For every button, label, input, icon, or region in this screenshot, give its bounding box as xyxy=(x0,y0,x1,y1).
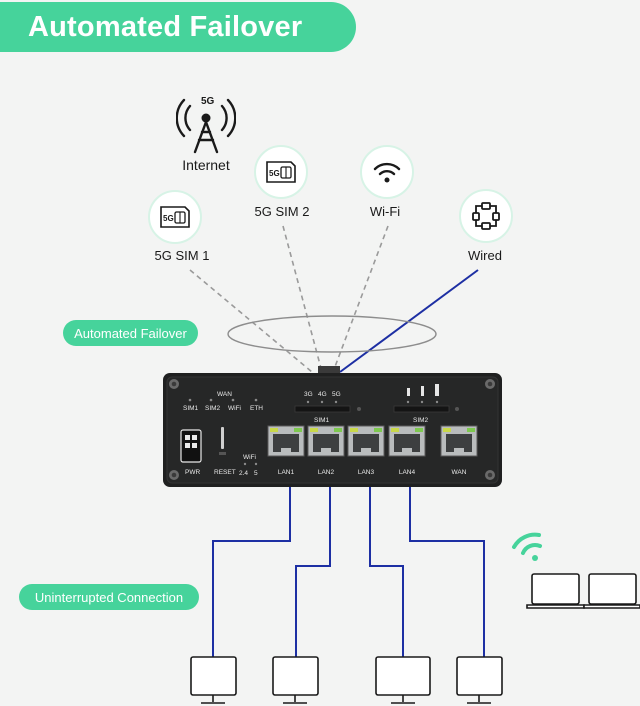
client-laptop-1 xyxy=(526,573,585,609)
wifi-signal-icon xyxy=(512,532,542,561)
page-title: Automated Failover xyxy=(28,10,303,43)
svg-text:5G: 5G xyxy=(269,169,280,178)
wired-link xyxy=(339,269,479,373)
wired-icon-circle xyxy=(459,189,513,243)
lan3-cable xyxy=(369,487,404,661)
label-sim-slot2: SIM2 xyxy=(413,417,429,424)
label-sim-slot1: SIM1 xyxy=(314,417,330,424)
tower-5g-badge: 5G xyxy=(201,96,215,107)
label-sim2-led: SIM2 xyxy=(205,405,221,412)
port-label-wan: WAN xyxy=(452,469,467,476)
power-jack xyxy=(180,429,202,463)
sim1-slot xyxy=(294,405,351,413)
lan4-cable xyxy=(409,487,485,661)
ethernet-port-lan3: LAN3 xyxy=(347,425,385,476)
ethernet-port-lan1: LAN1 xyxy=(267,425,305,476)
sim1-icon-circle: 5G xyxy=(148,190,202,244)
sim1-link xyxy=(189,269,313,373)
label-band-24: 2.4 xyxy=(239,470,248,477)
label-wan-led: WAN xyxy=(217,391,232,398)
ethernet-port-wan: WAN xyxy=(440,425,478,476)
ethernet-ports: LAN1 LAN2 LAN3 LAN4 WAN xyxy=(267,425,478,476)
failover-badge: Automated Failover xyxy=(63,320,198,346)
sim-card-icon: 5G xyxy=(266,161,296,183)
port-label-lan1: LAN1 xyxy=(278,469,295,476)
wifi-link xyxy=(332,225,389,373)
sim2-slot xyxy=(393,405,450,413)
ethernet-icon xyxy=(472,202,500,230)
sim2-label: 5G SIM 2 xyxy=(254,204,310,219)
lan1-cable xyxy=(212,487,291,661)
sim2-link xyxy=(282,225,323,373)
wired-label: Wired xyxy=(468,248,502,263)
failover-badge-text: Automated Failover xyxy=(74,325,187,341)
port-label-lan3: LAN3 xyxy=(358,469,375,476)
label-pwr: PWR xyxy=(185,469,200,476)
failover-ellipse xyxy=(227,315,437,353)
label-3g: 3G xyxy=(304,391,313,398)
label-4g: 4G xyxy=(318,391,327,398)
port-label-lan2: LAN2 xyxy=(318,469,335,476)
wifi-label: Wi-Fi xyxy=(369,204,401,219)
sim1-label: 5G SIM 1 xyxy=(154,248,210,263)
uninterrupted-badge: Uninterrupted Connection xyxy=(19,584,199,610)
client-laptop-2 xyxy=(583,573,640,609)
title-banner: Automated Failover xyxy=(0,2,356,52)
reset-button xyxy=(221,427,224,449)
ethernet-port-lan2: LAN2 xyxy=(307,425,345,476)
label-5g: 5G xyxy=(332,391,341,398)
label-reset: RESET xyxy=(214,469,236,476)
client-monitor-4 xyxy=(456,656,503,704)
label-wifi-led: WiFi xyxy=(228,405,241,412)
wifi-icon-circle xyxy=(360,145,414,199)
internet-label: Internet xyxy=(182,157,230,173)
client-monitor-3 xyxy=(375,656,431,704)
client-monitor-2 xyxy=(272,656,319,704)
lan2-cable xyxy=(295,487,331,661)
internet-tower-icon: 5G xyxy=(175,92,237,154)
label-wifi-bands: WiFi xyxy=(243,454,256,461)
sim-card-icon: 5G xyxy=(160,206,190,228)
uninterrupted-badge-text: Uninterrupted Connection xyxy=(34,589,184,605)
ethernet-port-lan4: LAN4 xyxy=(388,425,426,476)
svg-text:5G: 5G xyxy=(163,214,174,223)
label-eth-led: ETH xyxy=(250,405,263,412)
sim2-icon-circle: 5G xyxy=(254,145,308,199)
label-sim1-led: SIM1 xyxy=(183,405,199,412)
label-band-5: 5 xyxy=(254,470,258,477)
client-monitor-1 xyxy=(190,656,237,704)
wifi-icon xyxy=(373,162,401,183)
port-label-lan4: LAN4 xyxy=(399,469,416,476)
